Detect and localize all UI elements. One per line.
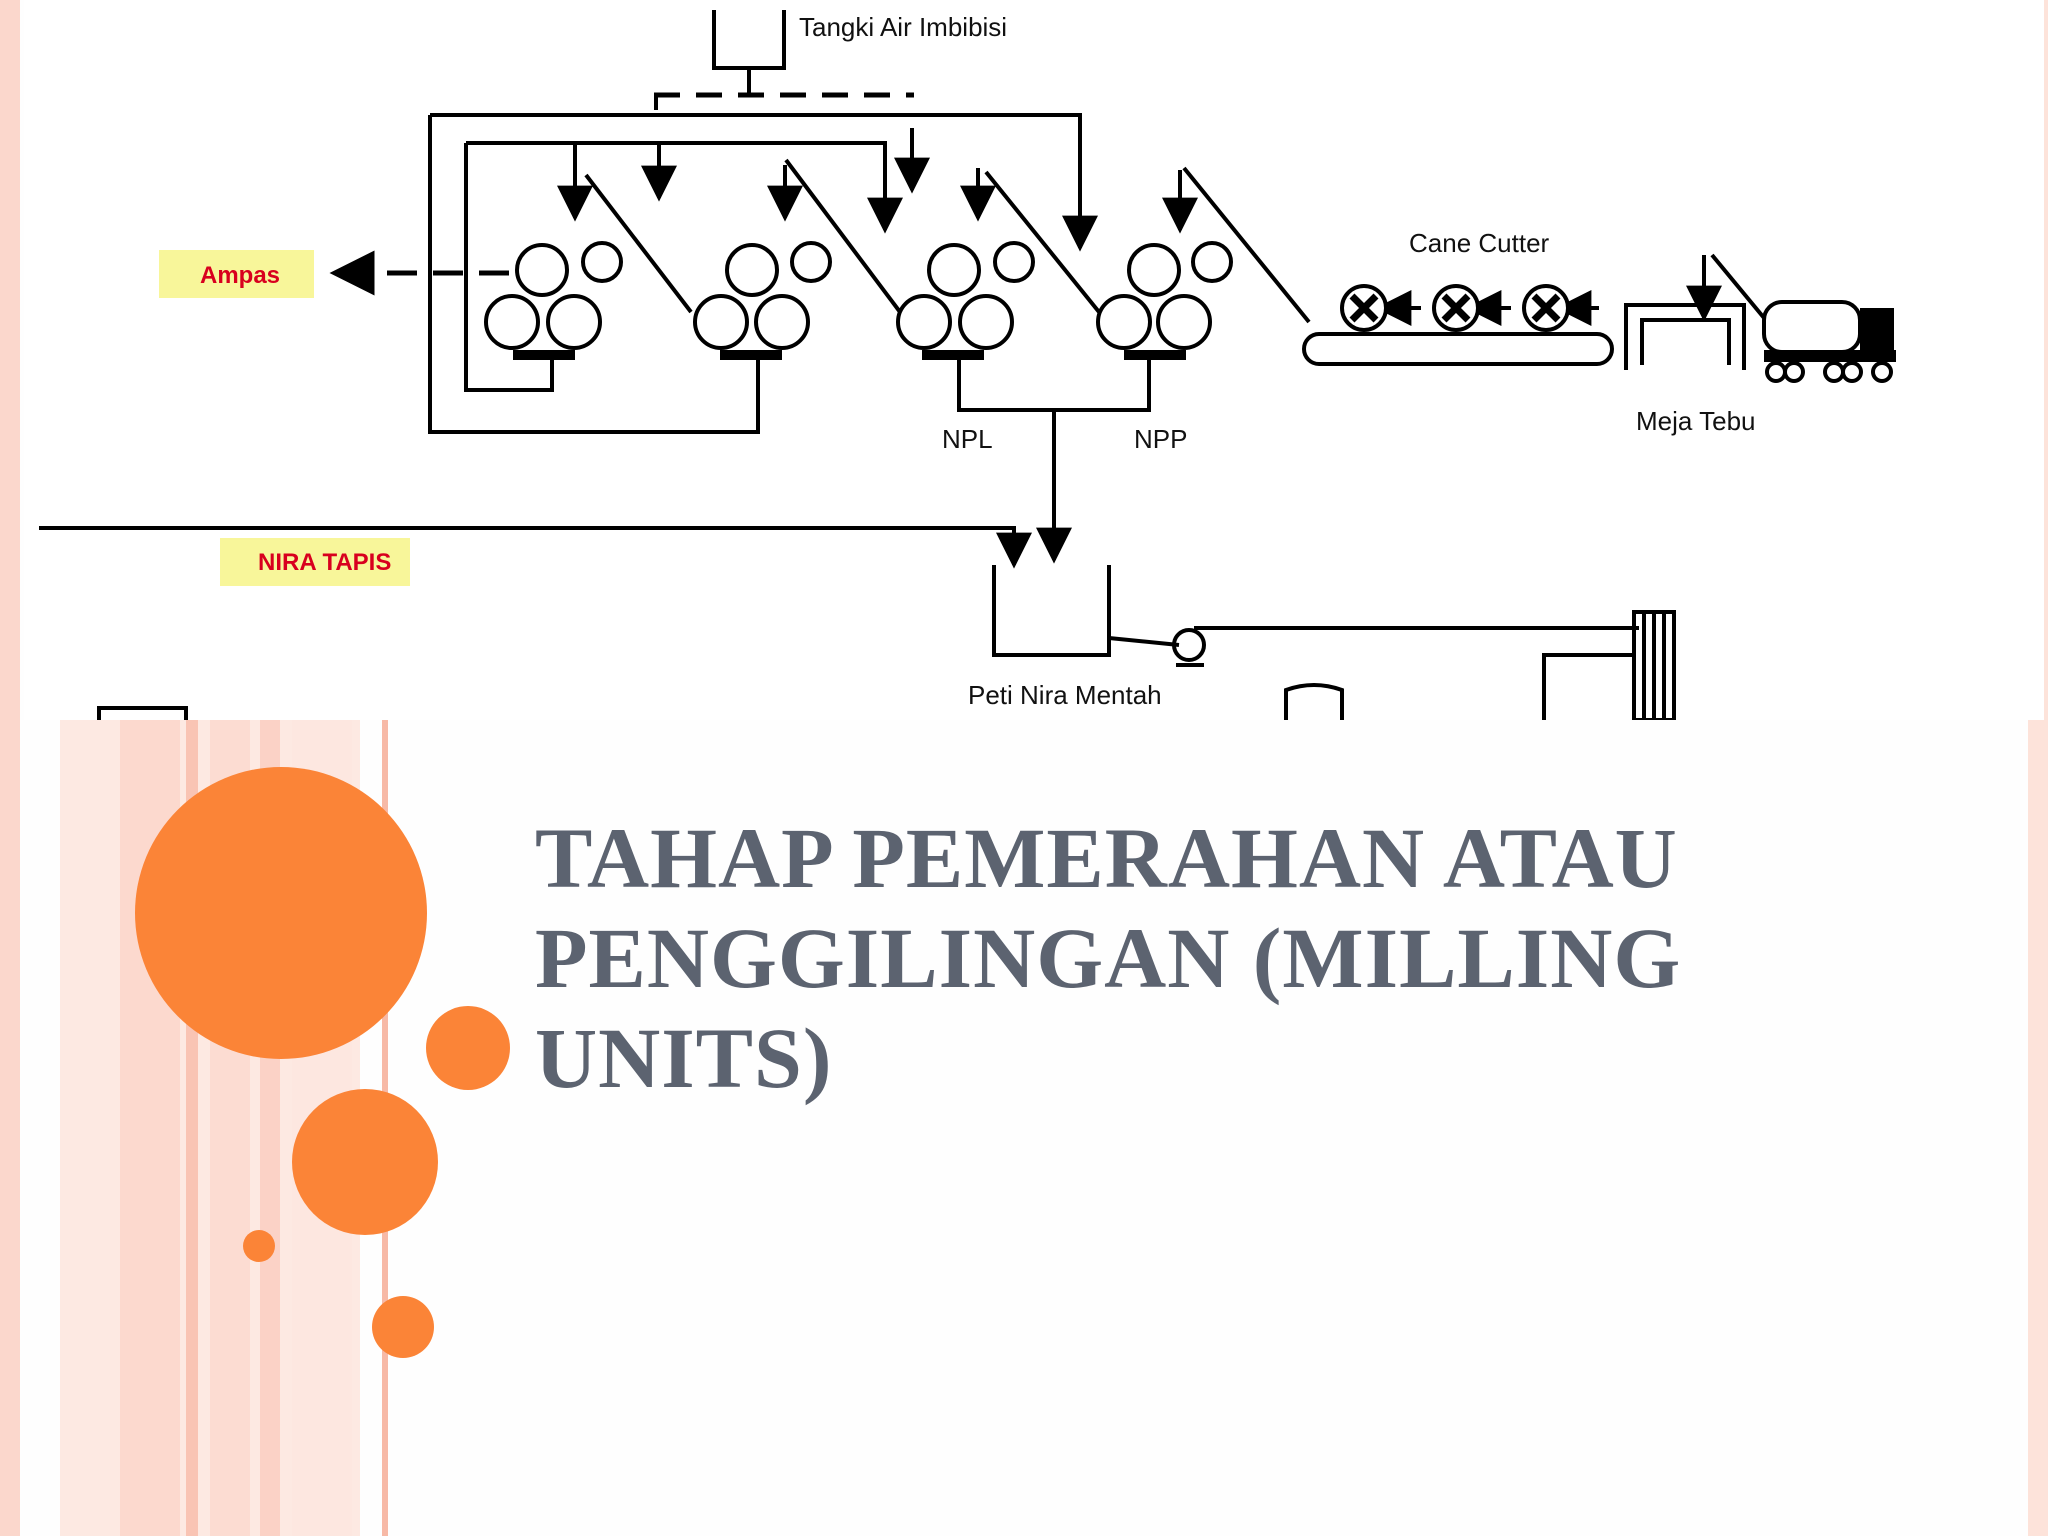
mill-unit-3 bbox=[896, 241, 1035, 350]
decor-circle-medium bbox=[426, 1006, 510, 1090]
milling-process-diagram: Ampas NIRA TAPIS Tangki Air Imbibisi Can… bbox=[24, 0, 2044, 720]
cane-cutters bbox=[1340, 284, 1570, 332]
label-ampas: Ampas bbox=[200, 262, 280, 289]
mill-unit-1 bbox=[484, 241, 623, 350]
mill-unit-2 bbox=[693, 241, 832, 350]
cane-table bbox=[1640, 318, 1731, 365]
decor-circle-small-2 bbox=[372, 1296, 434, 1358]
label-peti-nira-mentah: Peti Nira Mentah bbox=[968, 680, 1162, 710]
nira-tapis-highlight bbox=[220, 538, 410, 586]
raw-juice-tank bbox=[992, 565, 1111, 657]
imbibition-tank bbox=[712, 10, 786, 70]
slide-title: TAHAP PEMERAHAN ATAU PENGGILINGAN (MILLI… bbox=[535, 810, 1682, 1106]
label-meja-tebu: Meja Tebu bbox=[1636, 406, 1756, 436]
cutter-icon bbox=[1432, 284, 1480, 332]
label-npl: NPL bbox=[942, 424, 993, 454]
cutter-icon bbox=[1522, 284, 1570, 332]
diagram-lines bbox=[39, 10, 1776, 720]
decor-circle-large bbox=[135, 767, 427, 1059]
label-tangki-air-imbibisi: Tangki Air Imbibisi bbox=[799, 12, 1007, 42]
ampas-highlight bbox=[159, 250, 314, 298]
decor-circle-small bbox=[243, 1230, 275, 1262]
diagram-svg: Ampas NIRA TAPIS Tangki Air Imbibisi Can… bbox=[39, 10, 1896, 720]
label-npp: NPP bbox=[1134, 424, 1187, 454]
left-border-stripe bbox=[0, 0, 20, 1536]
decor-circle-medium-2 bbox=[292, 1089, 438, 1235]
label-cane-cutter: Cane Cutter bbox=[1409, 228, 1550, 258]
label-nira-tapis: NIRA TAPIS bbox=[258, 549, 391, 576]
truck-icon bbox=[1762, 300, 1896, 383]
mill-unit-4 bbox=[1096, 241, 1233, 350]
mill-units bbox=[484, 241, 1233, 360]
cutter-icon bbox=[1340, 284, 1388, 332]
conveyor bbox=[1302, 332, 1614, 366]
